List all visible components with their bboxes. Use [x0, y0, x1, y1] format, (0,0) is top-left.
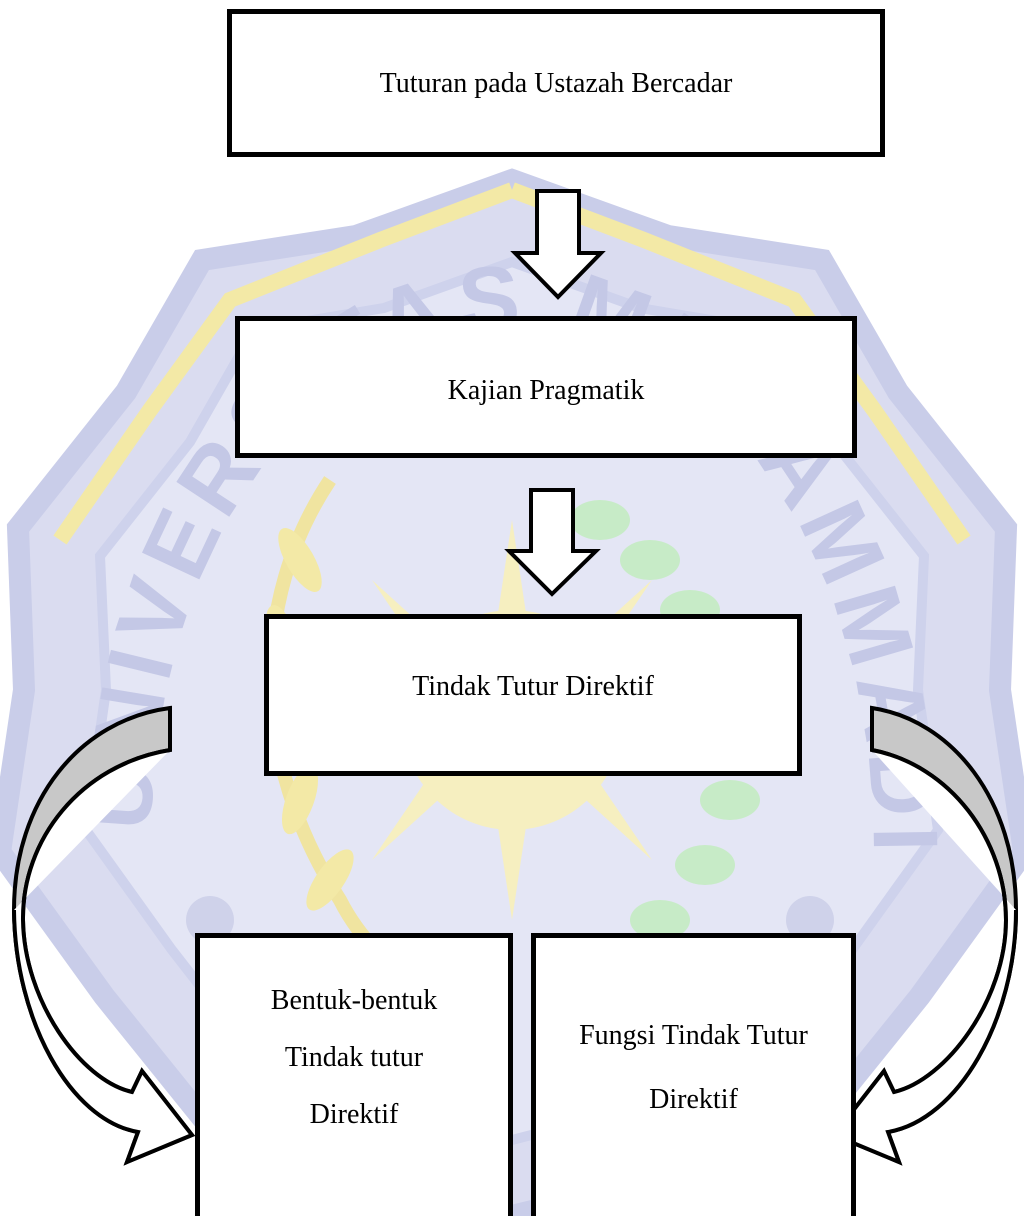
node-tindak-label: Tindak Tutur Direktif [412, 671, 654, 702]
curved-arrow-right-inner [830, 748, 1018, 1166]
arrow-down-2 [504, 488, 601, 597]
node-bentuk-bentuk: Bentuk-bentuk Tindak tutur Direktif [195, 933, 513, 1216]
node-tindak-tutur-direktif: Tindak Tutur Direktif [264, 614, 802, 776]
node-fungsi-line-2: Direktif [649, 1084, 738, 1115]
node-kajian-label: Kajian Pragmatik [447, 375, 645, 406]
node-tuturan: Tuturan pada Ustazah Bercadar [227, 9, 885, 157]
curved-arrow-left-inner [12, 748, 196, 1166]
watermark-gold-rim-left [53, 182, 515, 545]
node-fungsi-line-1: Fungsi Tindak Tutur [579, 1020, 808, 1051]
watermark-dot-left [186, 896, 234, 944]
node-fungsi: Fungsi Tindak Tutur Direktif [531, 933, 856, 1216]
watermark-gold-rim-right [509, 182, 971, 545]
arrow-down-1 [510, 189, 606, 300]
node-tuturan-label: Tuturan pada Ustazah Bercadar [379, 68, 733, 99]
node-kajian-pragmatik: Kajian Pragmatik [235, 316, 857, 458]
node-bentuk-line-2: Tindak tutur [284, 1042, 424, 1073]
watermark-dot-right [786, 896, 834, 944]
node-bentuk-line-3: Direktif [309, 1099, 399, 1130]
node-bentuk-line-1: Bentuk-bentuk [270, 985, 438, 1016]
